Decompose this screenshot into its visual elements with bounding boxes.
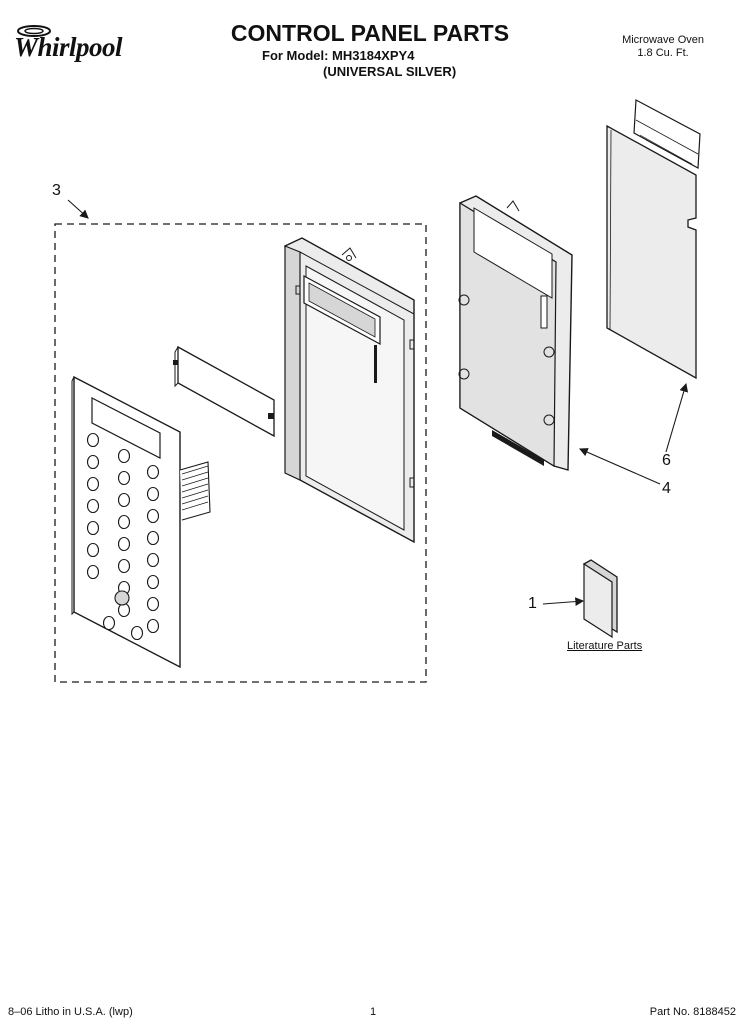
keypad-button	[86, 542, 100, 558]
product-category: Microwave Oven 1.8 Cu. Ft.	[622, 34, 704, 60]
keypad-button	[117, 602, 131, 618]
keypad-button	[117, 470, 131, 486]
keypad-display-window	[91, 397, 161, 459]
keypad-button	[117, 448, 131, 464]
board-ribbon-connector	[633, 99, 701, 169]
keypad-button	[86, 520, 100, 536]
brand-name: Whirlpool	[14, 32, 123, 62]
leader-4	[578, 448, 661, 485]
callout-3: 3	[52, 182, 61, 199]
keypad-button	[86, 498, 100, 514]
display-lens	[173, 345, 275, 438]
keypad-button	[146, 552, 160, 568]
keypad-button	[117, 514, 131, 530]
product-size: 1.8 Cu. Ft.	[637, 47, 689, 59]
product-type: Microwave Oven	[622, 34, 704, 46]
keypad-button	[86, 454, 100, 470]
leader-3	[67, 199, 89, 219]
control-panel-frame	[284, 237, 415, 544]
start-knob-button	[114, 590, 130, 606]
assembly-3-boundary	[54, 223, 427, 683]
whirlpool-logo: Whirlpool	[12, 24, 152, 70]
part-number: Part No. 8188452	[649, 1006, 736, 1018]
control-housing	[458, 195, 573, 471]
callout-1: 1	[528, 595, 537, 612]
callout-4: 4	[662, 480, 671, 497]
keypad-button	[146, 464, 160, 480]
logo-swirl-icon	[17, 25, 51, 37]
keypad-button	[146, 530, 160, 546]
keypad-button	[86, 476, 100, 492]
keypad-button	[86, 432, 100, 448]
literature-packet	[583, 559, 618, 639]
keypad-ribbon-cable	[179, 461, 211, 521]
keypad-button	[146, 508, 160, 524]
keypad-overlay	[71, 375, 211, 669]
keypad-button	[117, 558, 131, 574]
keypad-button	[102, 615, 116, 631]
keypad-button	[146, 486, 160, 502]
keypad-button	[117, 492, 131, 508]
footer-print-info: 8–06 Litho in U.S.A. (lwp)	[8, 1006, 133, 1018]
keypad-button	[117, 536, 131, 552]
keypad-button	[146, 574, 160, 590]
keypad-button	[146, 596, 160, 612]
variant-line: (UNIVERSAL SILVER)	[323, 64, 457, 79]
leader-6	[665, 382, 689, 453]
leader-1	[542, 597, 585, 606]
electronic-control-board	[606, 99, 701, 380]
keypad-button	[146, 618, 160, 634]
page-title: CONTROL PANEL PARTS	[230, 20, 510, 46]
keypad-button	[130, 625, 144, 641]
callout-6: 6	[662, 452, 671, 469]
keypad-buttons	[86, 432, 160, 641]
model-line: For Model: MH3184XPY4	[262, 48, 415, 63]
literature-parts-label: Literature Parts	[567, 640, 643, 652]
keypad-button	[86, 564, 100, 580]
page-number: 1	[370, 1006, 377, 1018]
